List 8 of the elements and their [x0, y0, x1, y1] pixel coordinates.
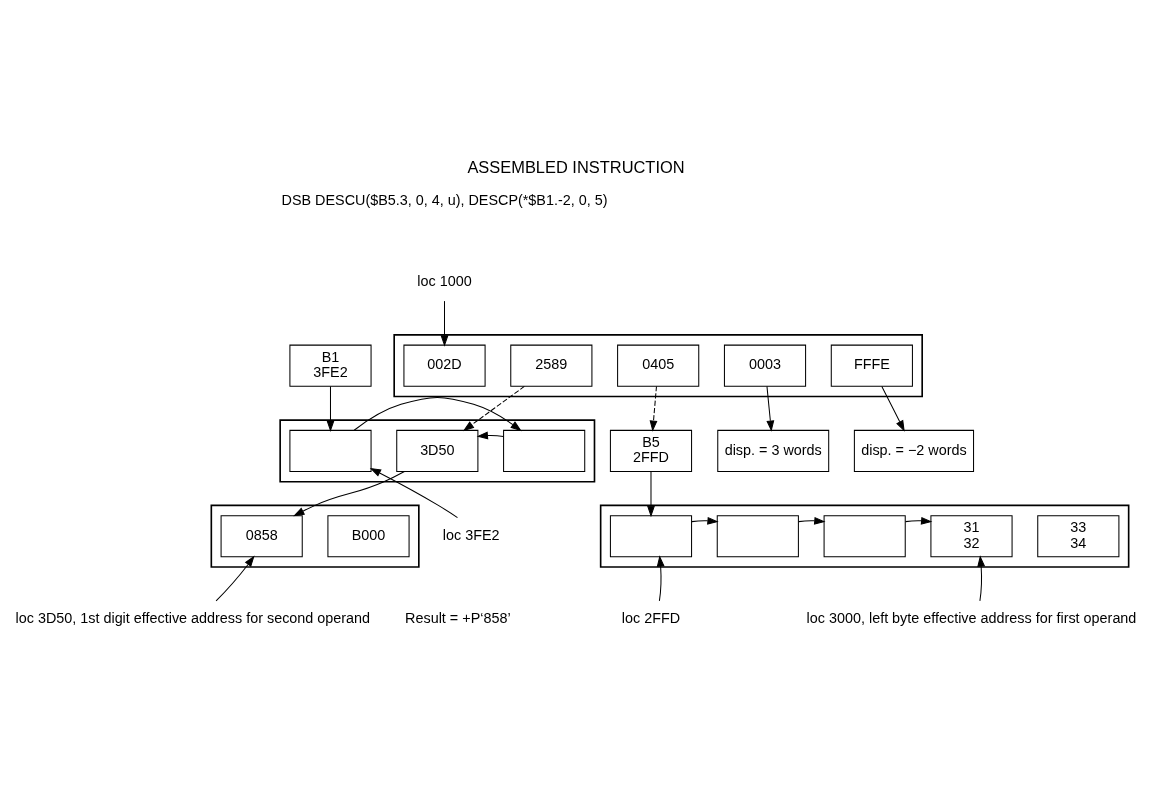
node-text: loc 3000, left byte effective address for first operand	[806, 610, 1137, 627]
label: Result = +P‘858’	[405, 610, 511, 627]
label: DSB DESCU($B5.3, 0, 4, u), DESCP(*$B1.-2, 0, 5)	[281, 192, 608, 209]
node-text: loc 3FE2	[442, 526, 500, 543]
diagram-title: ASSEMBLED INSTRUCTION	[467, 158, 685, 177]
node-text: loc 3D50, 1st digit effective address for second operand	[15, 610, 371, 627]
node-text: loc 2FFD	[621, 610, 681, 627]
node-text: loc 1000	[417, 273, 472, 290]
